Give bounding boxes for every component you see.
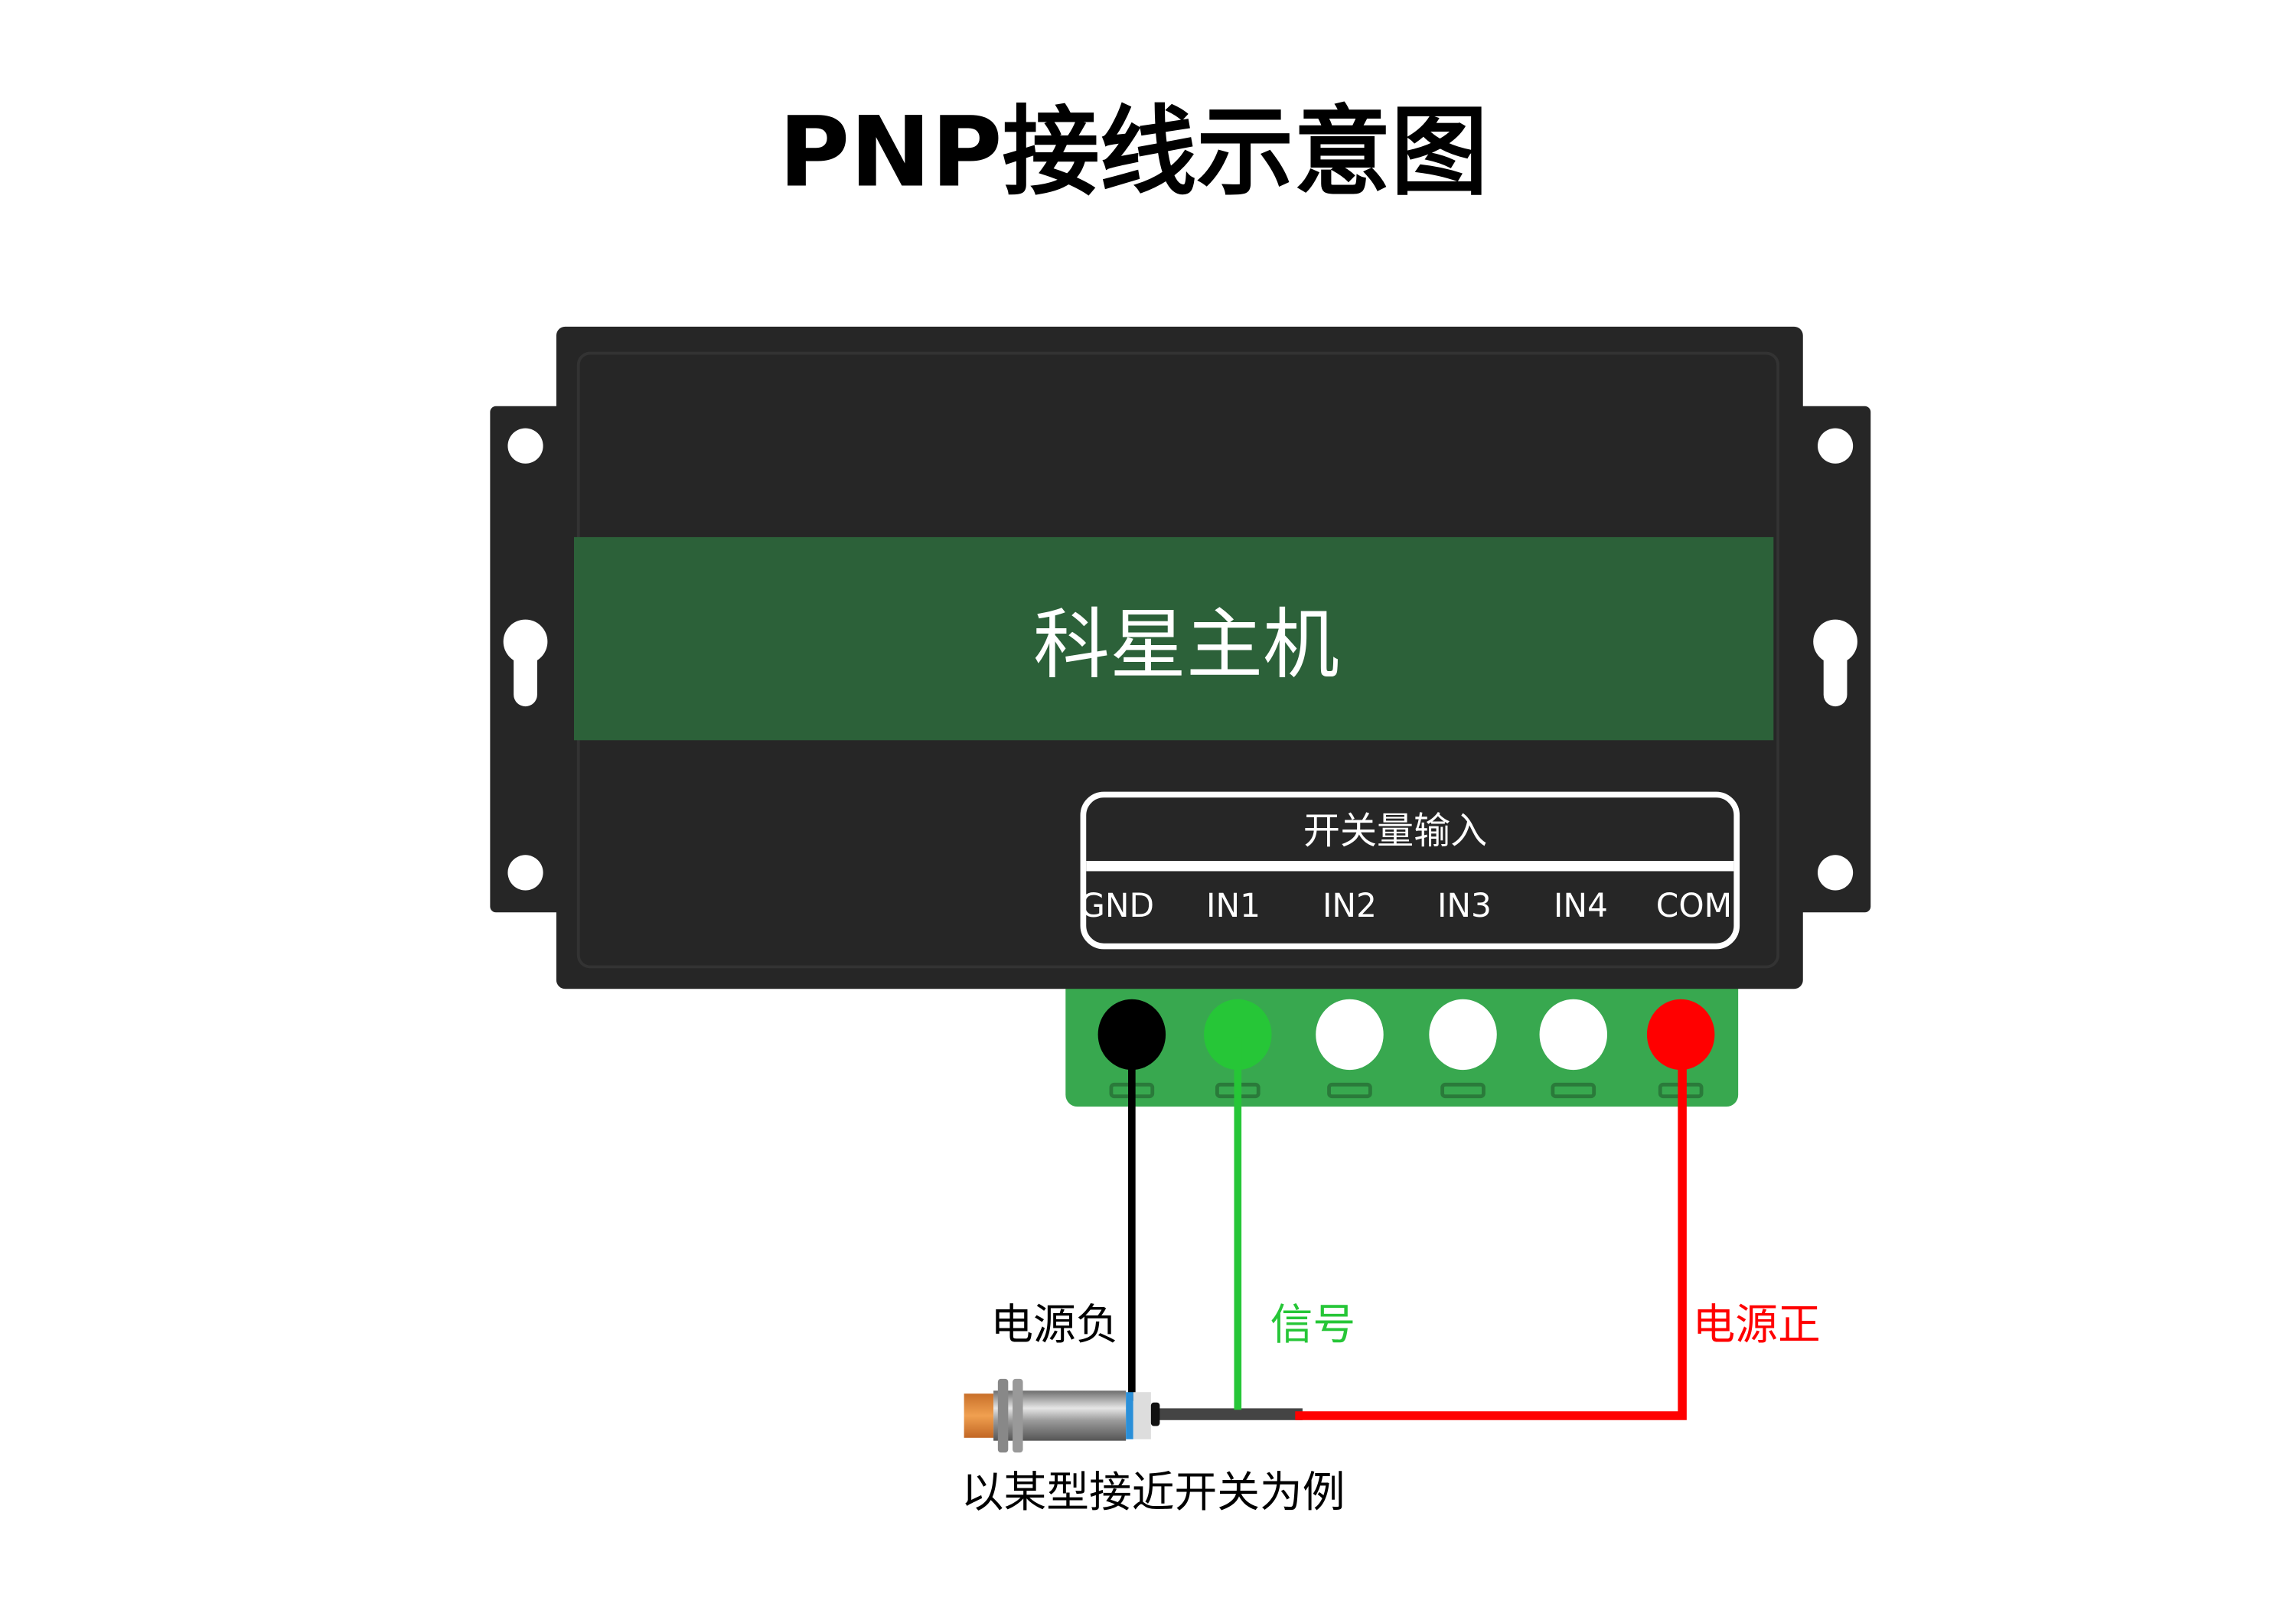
positive-label: 电源正 [1693, 1300, 1821, 1350]
negative-label: 电源负 [990, 1300, 1118, 1350]
terminal-label: IN2 [1322, 887, 1377, 924]
terminal-header: 开关量输入 [1303, 810, 1487, 852]
caption: 以某型接近开关为例 [961, 1468, 1345, 1517]
terminal-hole-in3 [1429, 999, 1497, 1071]
terminal-label: IN3 [1437, 887, 1492, 924]
signal-label: 信号 [1270, 1300, 1356, 1350]
terminal-screw-slot [1327, 1082, 1372, 1099]
terminal-hole-in2 [1316, 999, 1384, 1071]
terminal-label: GND [1080, 887, 1154, 924]
terminal-screw-slot [1440, 1082, 1486, 1099]
terminal-label: IN1 [1206, 887, 1261, 924]
device-name: 科星主机 [1033, 600, 1339, 689]
left-mounting-ear [490, 406, 564, 913]
proximity-sensor [964, 1378, 1160, 1453]
terminal-label: COM [1656, 887, 1732, 924]
wires [1128, 1037, 1687, 1420]
terminal-hole-com [1646, 999, 1715, 1071]
diagram-title: PNP接线示意图 [778, 95, 1488, 208]
terminal-label: IN4 [1554, 887, 1608, 924]
sensor-cable [1155, 1408, 1303, 1420]
terminal-hole-in1 [1204, 999, 1272, 1071]
terminal-hole-in4 [1539, 999, 1607, 1071]
terminal-hole-gnd [1097, 999, 1166, 1071]
right-mounting-ear [1797, 406, 1871, 913]
terminal-screw-slot [1551, 1082, 1596, 1099]
terminal-block [1065, 971, 1739, 1107]
positive-wire [1295, 1037, 1687, 1420]
device-name-band [574, 536, 1774, 741]
terminal-label-panel: 开关量输入 GND IN1 IN2 IN3 IN4 COM [1080, 791, 1740, 950]
